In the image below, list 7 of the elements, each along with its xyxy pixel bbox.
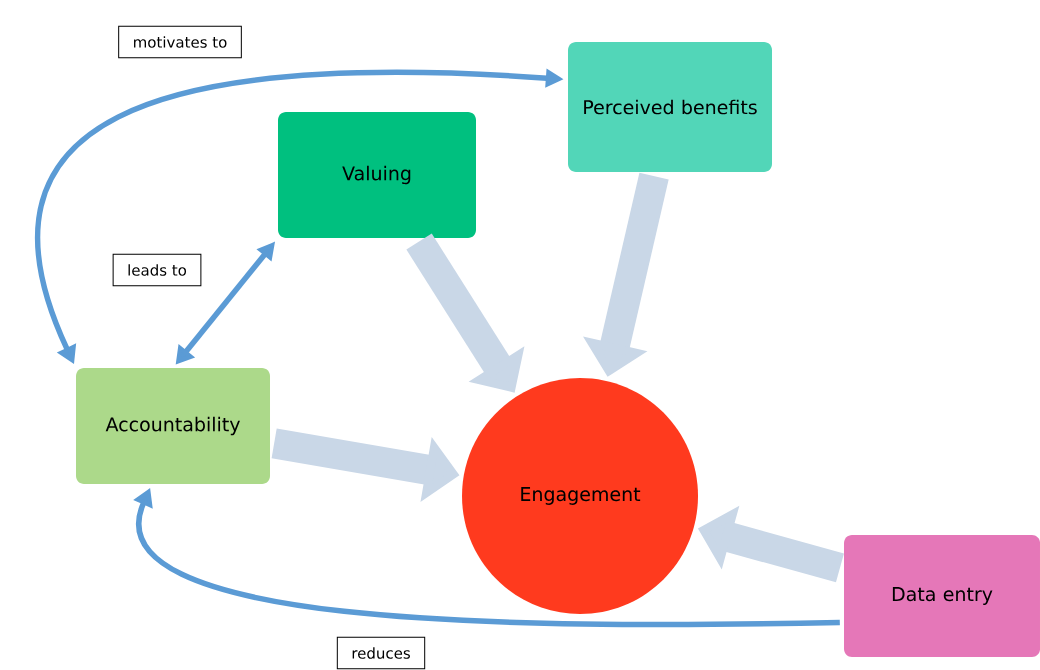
edge-label: motivates to — [118, 25, 242, 59]
process-box: Perceived benefits — [568, 42, 772, 172]
process-box: Data entry — [844, 535, 1040, 657]
process-box: Valuing — [278, 112, 476, 238]
process-box: Accountability — [76, 368, 270, 484]
edge-label: leads to — [112, 253, 202, 287]
edge-label: reduces — [336, 636, 426, 670]
